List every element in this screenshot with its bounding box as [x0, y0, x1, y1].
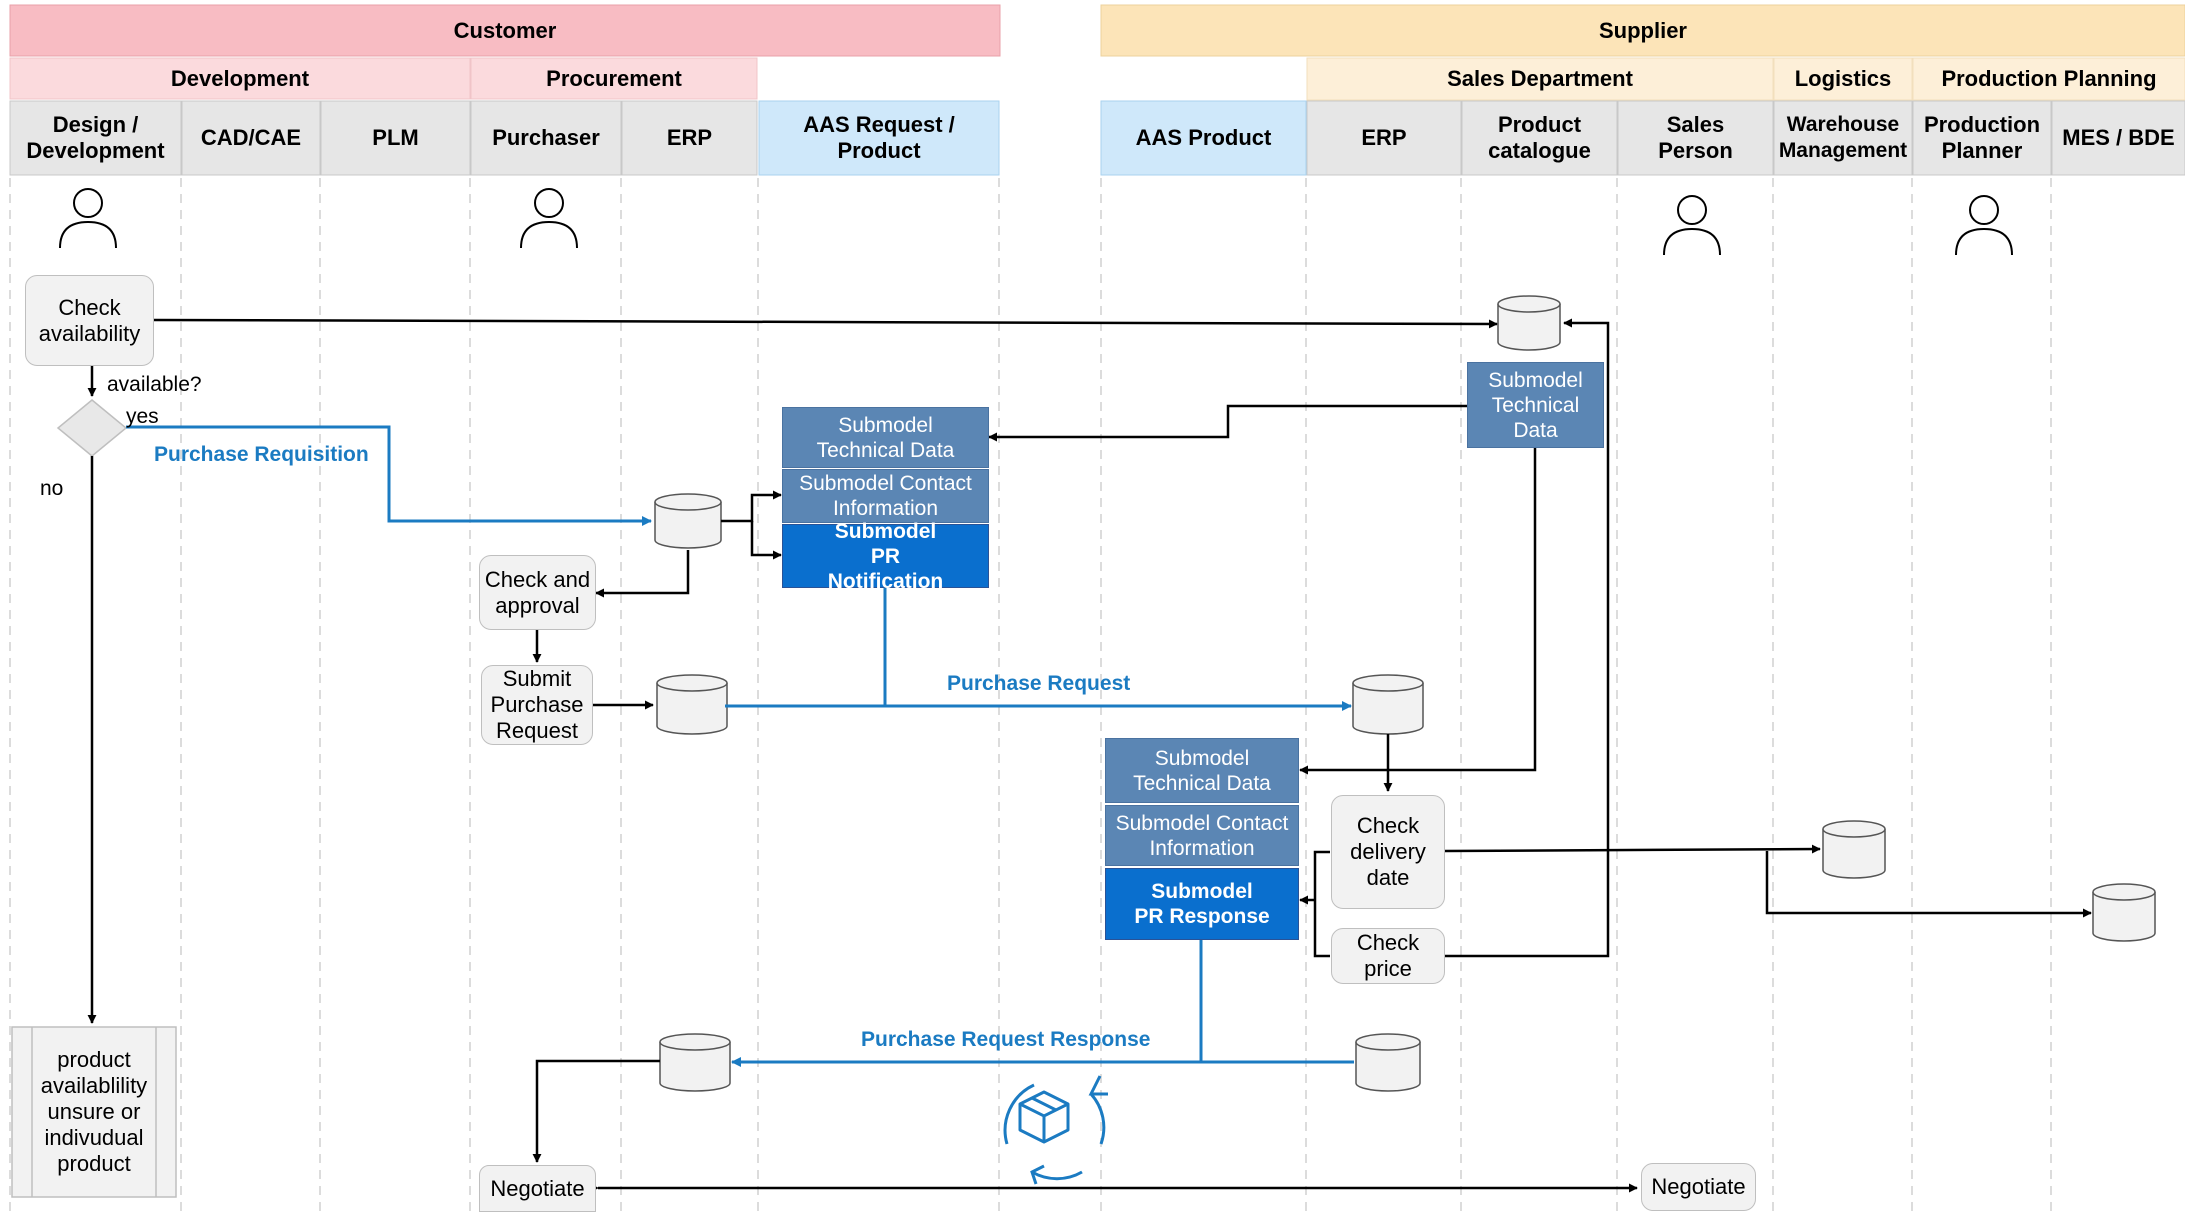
swimlane-separators: [9, 178, 2052, 1212]
production-planning-header: Production Planning: [1941, 66, 2157, 91]
no-label: no: [40, 477, 64, 500]
availability-decision: [56, 399, 128, 457]
role-aas-request-product: AAS Request / Product: [803, 112, 955, 163]
person-icon: [59, 188, 117, 249]
purchase-request-response-label: Purchase Request Response: [861, 1028, 1151, 1051]
black-connectors: [87, 318, 2092, 1193]
database-icon: [2092, 883, 2156, 942]
check-availability-step: Check availability: [25, 275, 154, 366]
database-icon: [1822, 820, 1886, 879]
development-header-bg: [9, 57, 471, 100]
database-icon: [1352, 674, 1424, 735]
procurement-header: Procurement: [546, 65, 682, 91]
check-price-step: Check price: [1331, 928, 1445, 984]
check-delivery-date-step: Check delivery date: [1331, 795, 1445, 909]
production-planning-header-bg: [1912, 57, 2185, 101]
sales-department-header-bg: [1306, 57, 1774, 101]
package-cycle-icon: [1003, 1075, 1108, 1185]
pr-response-submodel: Submodel PR Response: [1105, 868, 1299, 940]
role-design-development: Design / Development: [26, 112, 165, 163]
role-production-planner: Production Planner: [1923, 112, 2041, 163]
person-icon: [1955, 195, 2013, 256]
yes-label: yes: [126, 405, 159, 428]
purchase-requisition-label: Purchase Requisition: [154, 443, 369, 466]
role-aas-product: AAS Product: [1135, 125, 1272, 150]
supplier-header-bg: [1100, 4, 2185, 57]
request-contact-information-submodel: Submodel Contact Information: [782, 469, 989, 523]
customer-header: Customer: [453, 17, 557, 43]
role-sales-person: Sales Person: [1658, 112, 1733, 163]
logistics-header: Logistics: [1794, 66, 1892, 91]
negotiate-supplier-step: Negotiate: [1641, 1163, 1756, 1211]
logistics-header-bg: [1773, 57, 1913, 101]
person-icon: [520, 188, 578, 249]
check-and-approval-step: Check and approval: [479, 555, 596, 630]
role-purchaser: Purchaser: [492, 125, 600, 150]
supplier-technical-data-submodel: Submodel Technical Data: [1467, 362, 1604, 448]
negotiate-customer-step: Negotiate: [479, 1165, 596, 1212]
role-erp-supplier: ERP: [1361, 125, 1407, 150]
request-technical-data-submodel: Submodel Technical Data: [782, 407, 989, 468]
database-icon: [659, 1033, 731, 1092]
role-cad-cae: CAD/CAE: [200, 125, 302, 150]
database-icon: [1355, 1033, 1421, 1092]
role-erp-customer: ERP: [666, 125, 713, 150]
purchase-request-label: Purchase Request: [947, 672, 1131, 695]
database-icon: [654, 493, 722, 549]
product-unsure-step: product availablility unsure or indivudu…: [40, 1047, 148, 1176]
role-plm: PLM: [372, 125, 419, 150]
supplier-header: Supplier: [1598, 17, 1687, 43]
customer-header-bg: [9, 4, 1001, 57]
sales-department-header: Sales Department: [1447, 66, 1633, 91]
role-mes-bde: MES / BDE: [2062, 125, 2175, 150]
available-question-label: available?: [107, 373, 202, 396]
blue-flows: [126, 425, 1354, 1067]
pr-notification-submodel: Submodel PR Notification: [782, 520, 989, 593]
role-product-catalogue: Product catalogue: [1488, 112, 1591, 163]
database-icon: [1497, 295, 1561, 351]
role-warehouse-management: Warehouse Management: [1778, 113, 1908, 162]
procurement-header-bg: [470, 57, 758, 100]
response-technical-data-submodel: Submodel Technical Data: [1105, 738, 1299, 803]
submit-purchase-request-step: Submit Purchase Request: [481, 665, 593, 745]
response-contact-information-submodel: Submodel Contact Information: [1105, 805, 1299, 866]
person-icon: [1663, 195, 1721, 256]
database-icon: [656, 674, 728, 735]
development-header: Development: [170, 65, 310, 91]
